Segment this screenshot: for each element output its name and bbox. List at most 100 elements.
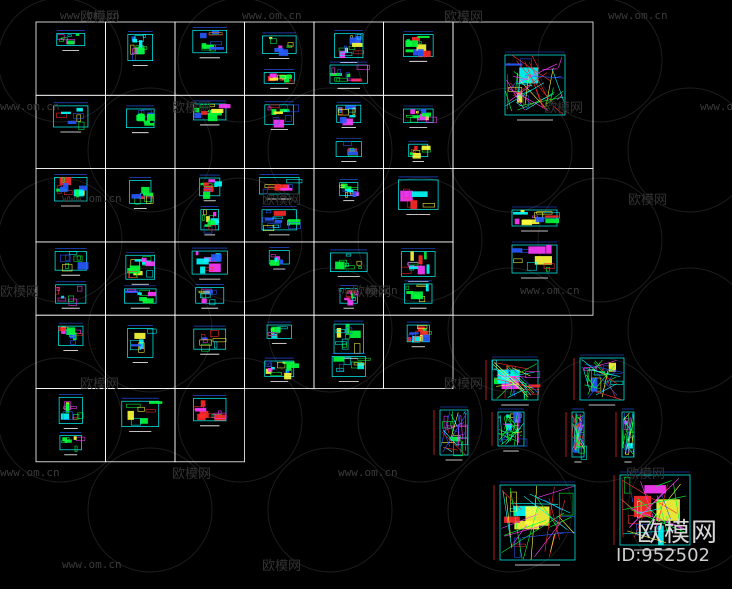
plan-detail xyxy=(68,333,74,337)
plan-detail xyxy=(333,356,345,362)
plan-detail xyxy=(345,192,348,198)
plan-outline xyxy=(621,411,635,458)
plan-detail xyxy=(545,218,560,224)
plan-detail xyxy=(510,491,517,512)
watermark-url: www.om.cn xyxy=(338,466,398,479)
plan-detail xyxy=(125,290,139,293)
plan-detail xyxy=(621,478,624,538)
plan-detail xyxy=(73,255,83,262)
plan-detail xyxy=(60,413,70,420)
plan-detail xyxy=(208,32,223,36)
watermark-brand: 欧模网 xyxy=(626,467,666,482)
plan-detail xyxy=(269,36,273,40)
plan-detail xyxy=(549,516,572,528)
plan-detail xyxy=(143,192,154,196)
plan-detail xyxy=(72,417,78,420)
plan-detail xyxy=(522,532,565,538)
plan-detail xyxy=(203,290,213,294)
plan-detail xyxy=(357,363,364,370)
plan-detail xyxy=(417,117,429,121)
plan-detail xyxy=(199,339,212,346)
plan-detail xyxy=(587,387,597,398)
plan-detail xyxy=(287,219,301,225)
watermark-url: www.om.cn xyxy=(62,192,122,205)
watermark-arc xyxy=(87,87,213,213)
watermark-arc xyxy=(447,87,573,213)
plan-detail xyxy=(345,265,355,270)
plan-detail xyxy=(593,359,603,371)
plan-detail xyxy=(336,107,343,115)
plan-outline xyxy=(59,435,82,451)
plan-detail xyxy=(507,414,517,427)
plan-detail xyxy=(623,412,630,420)
plan-detail xyxy=(75,333,83,336)
watermark-arc xyxy=(627,447,732,573)
plan-detail xyxy=(418,255,423,265)
plan-detail xyxy=(665,520,687,530)
plan-detail xyxy=(628,428,631,448)
plan-detail xyxy=(587,376,597,395)
plan-detail xyxy=(550,533,555,552)
plan-detail xyxy=(509,487,523,559)
plan-detail xyxy=(598,362,617,399)
plan-detail xyxy=(214,181,223,187)
plan-detail xyxy=(529,493,571,514)
plan-detail xyxy=(622,495,687,511)
plan-detail xyxy=(73,113,84,119)
plan-detail xyxy=(601,370,609,398)
plan-detail xyxy=(268,332,278,337)
plan-detail xyxy=(627,515,640,524)
plan-detail xyxy=(421,108,427,114)
plan-detail xyxy=(406,200,413,208)
watermark-arc xyxy=(627,267,732,393)
plan-detail xyxy=(513,212,528,215)
plan-outline xyxy=(331,356,366,377)
plan-detail xyxy=(572,415,578,431)
plan-detail xyxy=(409,117,418,123)
plan-detail xyxy=(519,434,522,437)
plan-detail xyxy=(352,42,363,47)
plan-detail xyxy=(265,360,272,367)
plan-detail xyxy=(511,80,518,88)
plan-detail xyxy=(269,73,277,78)
plan-detail xyxy=(536,211,553,215)
plan-detail xyxy=(67,34,72,37)
plan-detail xyxy=(543,263,555,269)
watermark-brand: 欧模网 xyxy=(628,193,668,208)
plan-detail xyxy=(201,293,207,299)
plan-detail xyxy=(272,216,283,220)
plan-detail xyxy=(271,326,281,333)
watermark-arc xyxy=(267,87,393,213)
plan-detail xyxy=(506,79,525,111)
sheet-cell-frame xyxy=(244,241,315,316)
plan-detail xyxy=(496,375,527,378)
plan-detail xyxy=(403,188,410,199)
plan-detail xyxy=(513,524,528,544)
plan-detail xyxy=(492,359,497,371)
plan-detail xyxy=(594,360,600,367)
plan-detail xyxy=(134,332,146,339)
plan-detail xyxy=(70,340,76,345)
plan-detail xyxy=(528,62,549,99)
plan-detail xyxy=(596,372,618,396)
plan-detail xyxy=(442,412,468,453)
plan-detail xyxy=(504,63,523,66)
plan-detail xyxy=(286,179,303,184)
watermark-url: www.om.cn xyxy=(62,558,122,571)
plan-detail xyxy=(127,271,139,278)
plan-detail xyxy=(510,82,534,107)
plan-detail xyxy=(405,285,410,290)
plan-detail xyxy=(525,506,550,526)
plan-detail xyxy=(405,40,419,47)
plan-detail xyxy=(131,194,141,199)
plan-detail xyxy=(451,411,453,424)
plan-detail xyxy=(621,445,629,455)
plan-detail xyxy=(66,40,75,45)
plan-detail xyxy=(286,45,293,48)
plan-detail xyxy=(135,47,145,55)
plan-detail xyxy=(200,32,207,39)
plan-detail xyxy=(208,224,216,231)
brand-logo-text: 欧模网 xyxy=(636,518,718,548)
watermark-arc xyxy=(357,357,483,483)
sheet-cell-frame xyxy=(383,314,454,389)
